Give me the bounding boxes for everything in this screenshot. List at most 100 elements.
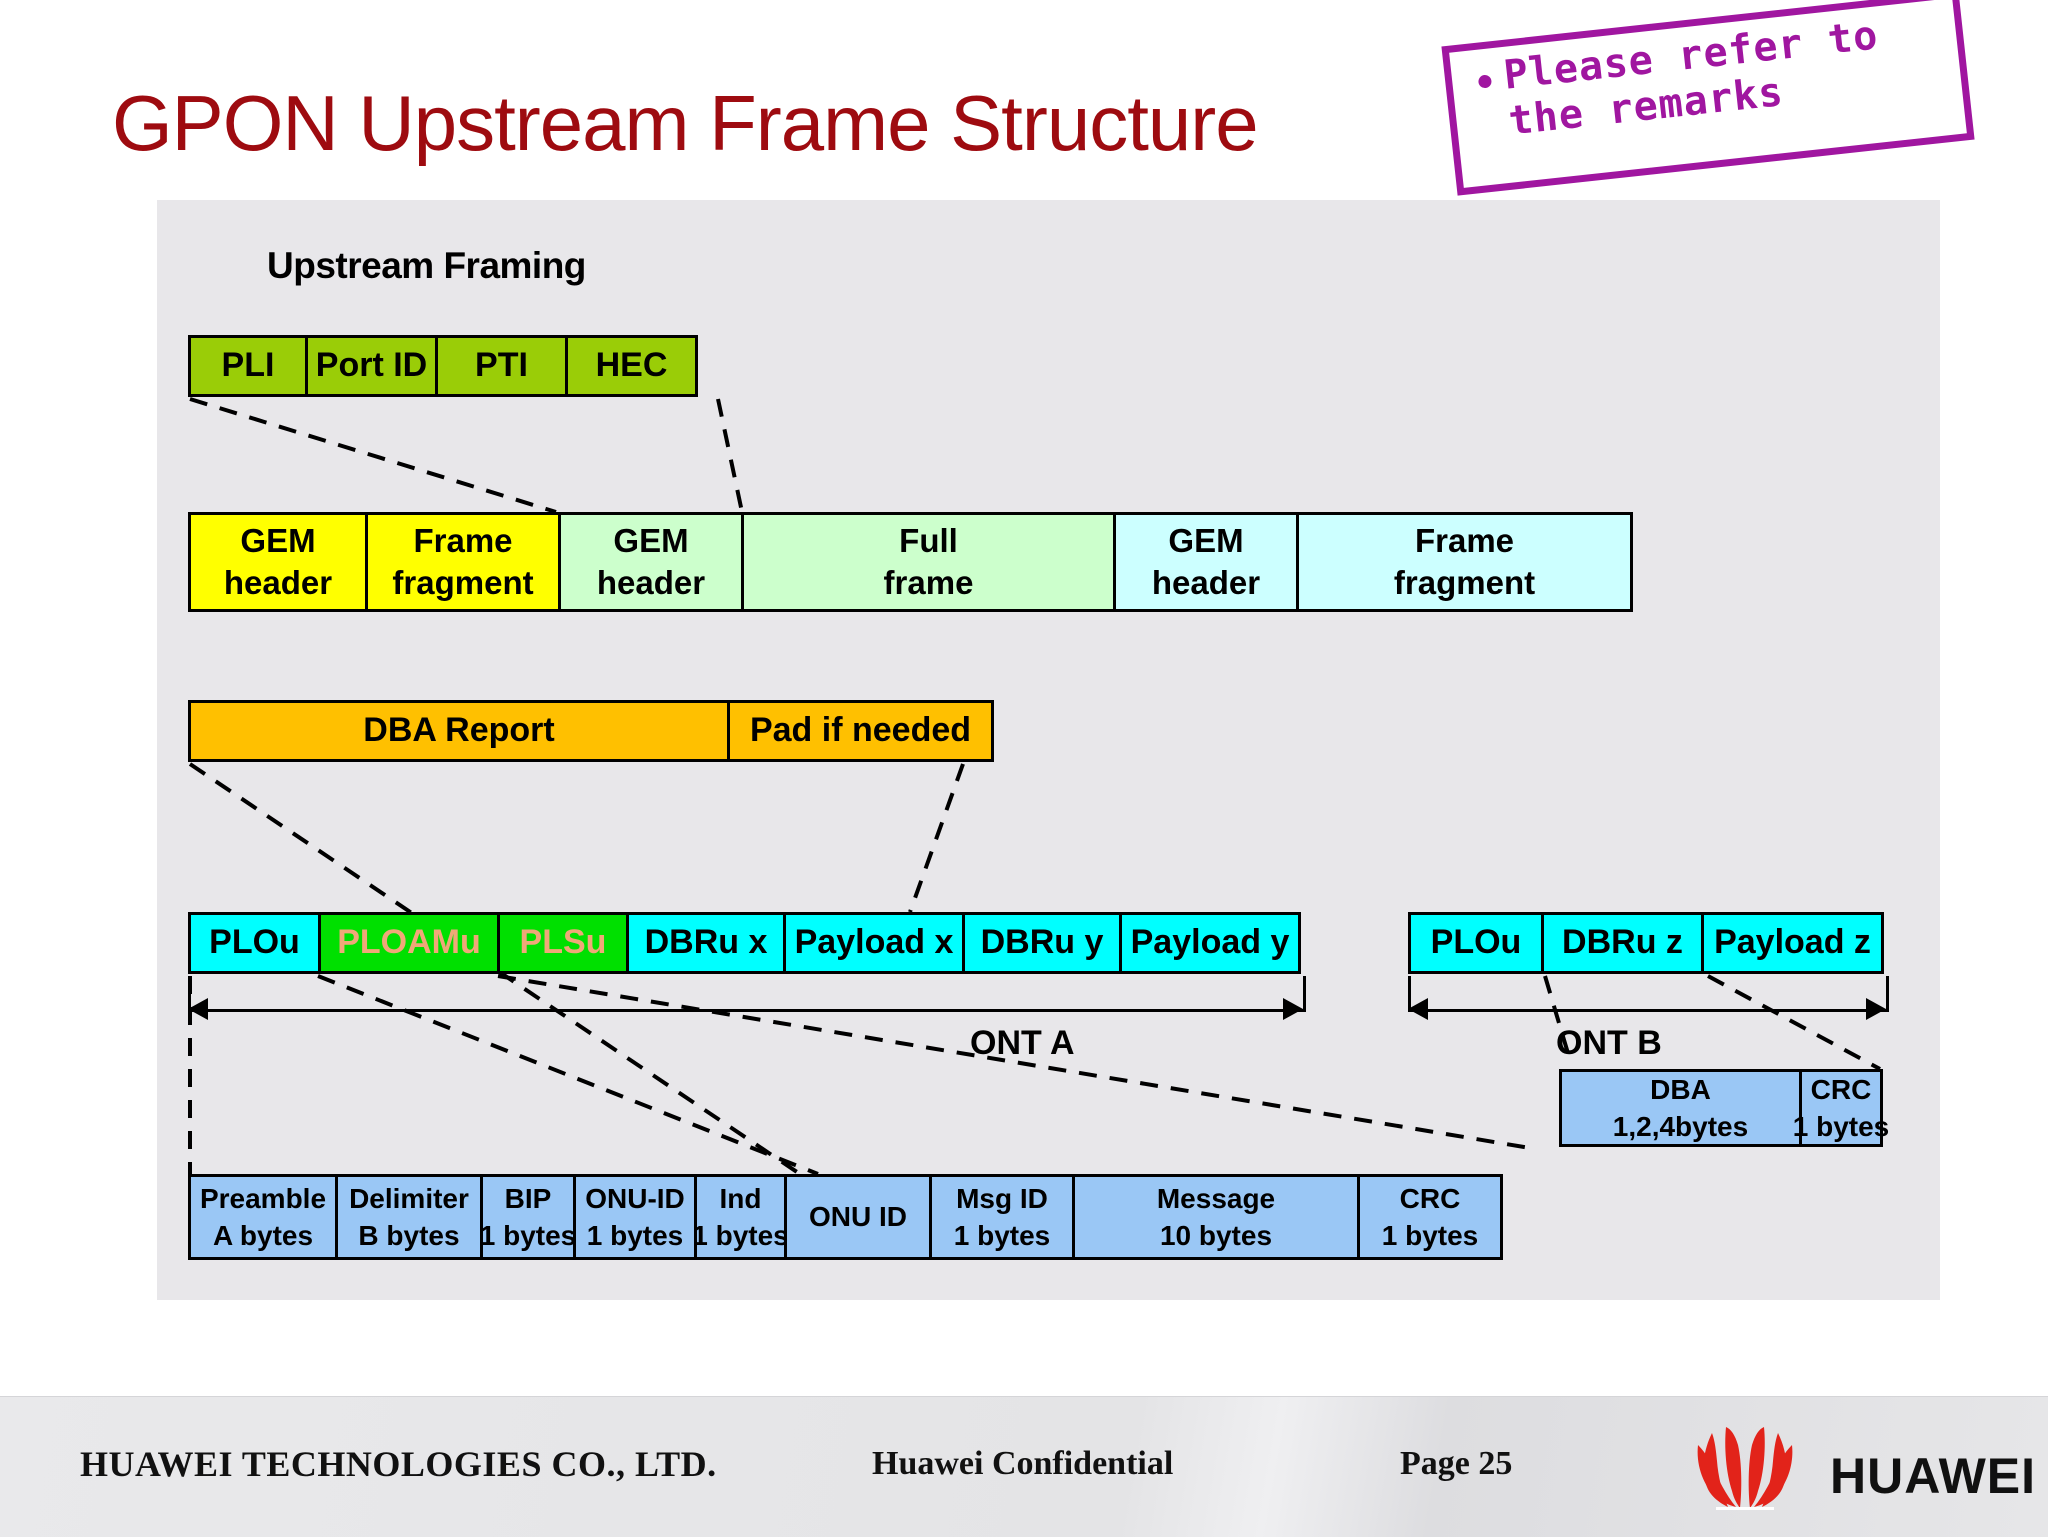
onta-seg-2: PLSu [497,912,629,974]
ontb-seg-0: PLOu [1408,912,1544,974]
cell-line-2: header [1151,563,1261,601]
cell-line-1: PLSu [519,923,607,962]
cell-line-1: PLOAMu [337,923,481,962]
ont-b-label: ONT B [1556,1024,1662,1062]
bullet-icon [1477,74,1493,89]
plou-field-6: Msg ID 1 bytes [929,1174,1075,1260]
cell-line-1: Delimiter [349,1183,469,1215]
cell-line-1: GEM [613,521,689,559]
ont-a-span-bracket: ONT A [188,976,1306,1062]
footer-confidential: Huawei Confidential [872,1445,1174,1482]
slide-footer: HUAWEI TECHNOLOGIES CO., LTD. Huawei Con… [0,1396,2048,1537]
frame-seg-0: GEM header [188,512,368,612]
ontb-seg-2: Payload z [1701,912,1884,974]
cell-line-1: DBA [1650,1074,1711,1106]
cell-line-1: Pad if needed [749,711,972,750]
ont-a-burst-row: PLOu PLOAMu PLSu DBRu x Payload x DBRu y Paylo… [188,912,1301,974]
cell-line-1: Message [1156,1183,1276,1215]
onta-seg-1: PLOAMu [318,912,500,974]
ont-b-burst-row: PLOu DBRu z Payload z [1408,912,1884,974]
cell-line-2: 1,2,4bytes [1612,1110,1749,1142]
onta-seg-3: DBRu x [626,912,786,974]
plou-field-3: ONU-ID 1 bytes [573,1174,697,1260]
frame-seg-5: Frame fragment [1296,512,1633,612]
huawei-logo-icon [1697,1427,1793,1510]
cell-line-1: GEM [1168,521,1244,559]
cell-line-1: Port ID [315,346,428,385]
gem-header-fields-row: PLI Port ID PTI HEC [188,335,698,397]
dbru-field-1: CRC 1 bytes [1793,1069,1889,1147]
gem-field-0: PLI [188,335,308,397]
frame-seg-2: GEM header [558,512,744,612]
cell-line-2: 1 bytes [692,1219,789,1251]
gem-field-1: Port ID [305,335,438,397]
cell-line-1: GEM [240,521,316,559]
plou-field-4: Ind 1 bytes [692,1174,789,1260]
cell-line-2: 1 bytes [1792,1110,1890,1142]
cell-line-1: DBRu z [1562,923,1683,962]
ont-b-span-bracket: ONT B [1408,976,1902,1062]
cell-line-1: DBRu y [980,923,1104,962]
dbru-field-0: DBA 1,2,4bytes [1559,1069,1802,1147]
dba-seg-1: Pad if needed [727,700,994,762]
footer-brand: HUAWEI [1830,1448,2036,1504]
cell-line-1: DBA Report [363,711,555,750]
page-title: GPON Upstream Frame Structure [112,79,1259,167]
callout-text: Please refer to the remarks [1501,12,1881,145]
cell-line-1: Frame [1414,521,1515,559]
cell-line-1: Payload z [1714,923,1871,962]
plou-field-5: ONU ID [784,1174,932,1260]
plou-field-0: Preamble A bytes [188,1174,338,1260]
dba-report-row: DBA Report Pad if needed [188,700,994,762]
cell-line-2: fragment [1393,563,1536,601]
gem-field-3: HEC [565,335,698,397]
gem-field-2: PTI [435,335,568,397]
cell-line-2: 1 bytes [953,1219,1051,1251]
page-number: Page 25 [1400,1445,1513,1482]
cell-line-1: Payload x [794,923,954,962]
cell-line-1: Msg ID [956,1183,1048,1215]
cell-line-2: 1 bytes [586,1219,684,1251]
cell-line-1: ONU ID [809,1201,907,1233]
cell-line-1: CRC [1399,1183,1461,1215]
cell-line-1: DBRu x [644,923,768,962]
cell-line-1: PLI [221,346,275,385]
cell-line-1: ONU-ID [585,1183,685,1215]
cell-line-2: 1 bytes [1381,1219,1479,1251]
cell-line-1: PLOu [209,923,300,962]
cell-line-2: header [596,563,706,601]
cell-line-1: CRC [1810,1074,1872,1106]
dba-seg-0: DBA Report [188,700,730,762]
panel-heading: Upstream Framing [267,245,586,286]
ont-a-label: ONT A [970,1024,1075,1062]
cell-line-1: PTI [475,346,528,385]
footer-company: HUAWEI TECHNOLOGIES CO., LTD. [80,1444,717,1484]
onta-seg-6: Payload y [1119,912,1301,974]
cell-line-2: A bytes [212,1219,314,1251]
cell-line-1: HEC [595,346,668,385]
onta-seg-0: PLOu [188,912,321,974]
cell-line-1: PLOu [1430,923,1522,962]
cell-line-2: header [223,563,333,601]
dbru-detail-row: DBA 1,2,4bytes CRC 1 bytes [1559,1069,1889,1147]
cell-line-1: Frame [413,521,513,559]
onta-seg-4: Payload x [783,912,965,974]
onta-seg-5: DBRu y [962,912,1122,974]
plou-field-8: CRC 1 bytes [1357,1174,1503,1260]
cell-line-1: Preamble [199,1183,327,1215]
cell-line-1: Ind [719,1183,762,1215]
cell-line-2: 1 bytes [479,1219,577,1251]
cell-line-2: frame [883,563,974,601]
frame-seg-4: GEM header [1113,512,1299,612]
cell-line-1: Payload y [1130,923,1290,962]
gem-frame-row: GEM header Frame fragment GEM header Full frame… [188,512,1633,612]
cell-line-1: Full [899,521,958,559]
plou-field-2: BIP 1 bytes [480,1174,576,1260]
cell-line-1: BIP [504,1183,552,1215]
remarks-callout: Please refer to the remarks [1441,0,1975,196]
